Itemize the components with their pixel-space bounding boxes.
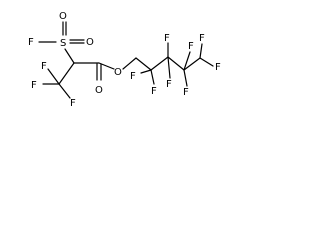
structure-diagram: F S O O F F F O O F F F F F F F F [0, 0, 239, 131]
bond-chf2-f-top [199, 43, 203, 59]
atom-f-cf3-top: F [41, 61, 47, 72]
bond-c3-f-bottom [58, 83, 71, 99]
atom-f-c4-top: F [188, 41, 194, 52]
bond-cf2a-cf2b [150, 56, 169, 71]
atom-f-c3-bottom: F [166, 79, 172, 90]
atom-f-sulfonyl: F [28, 37, 34, 48]
atom-f-cf3-left: F [31, 80, 37, 91]
bond-cf2c-f-bottom [183, 69, 188, 87]
bond-c1-o-ester [98, 62, 115, 70]
atom-f-c3-top: F [164, 33, 170, 44]
bond-c2-c3 [58, 62, 75, 85]
bond-c3-f-top [47, 68, 60, 85]
bond-chf2-f-right [199, 57, 214, 67]
atom-o-ester: O [114, 67, 122, 78]
molecule-drawing: F S O O F F F O O F F F F F F F F [28, 11, 221, 109]
bond-s-c2 [64, 48, 75, 64]
bonds [38, 21, 214, 99]
atom-f-c5-right: F [215, 62, 221, 73]
atom-f-cf3-bottom: F [70, 98, 76, 109]
atom-f-c2-bottom: F [151, 86, 157, 97]
bond-cf2c-chf2 [183, 57, 201, 71]
bond-o-ch2 [122, 57, 137, 70]
atom-o-carbonyl: O [95, 85, 103, 96]
atom-f-c5-top: F [199, 33, 205, 44]
bond-cf2a-f-bottom [150, 69, 155, 85]
bond-cf2b-cf2c [167, 56, 185, 71]
bond-cf2b-f-bottom [167, 56, 171, 79]
atom-o-sulfonyl-top: O [59, 11, 67, 22]
atom-o-sulfonyl-right: O [86, 37, 94, 48]
atom-f-c4-bottom: F [183, 87, 189, 98]
bond-cf2a-f-left [140, 69, 152, 74]
bond-cf2c-f-top [183, 51, 191, 71]
atom-s: S [60, 38, 66, 49]
bond-ch2-cf2 [135, 57, 152, 71]
atom-labels: F S O O F F F O O F F F F F F F F [28, 11, 221, 109]
atom-f-c2-left: F [130, 71, 136, 82]
